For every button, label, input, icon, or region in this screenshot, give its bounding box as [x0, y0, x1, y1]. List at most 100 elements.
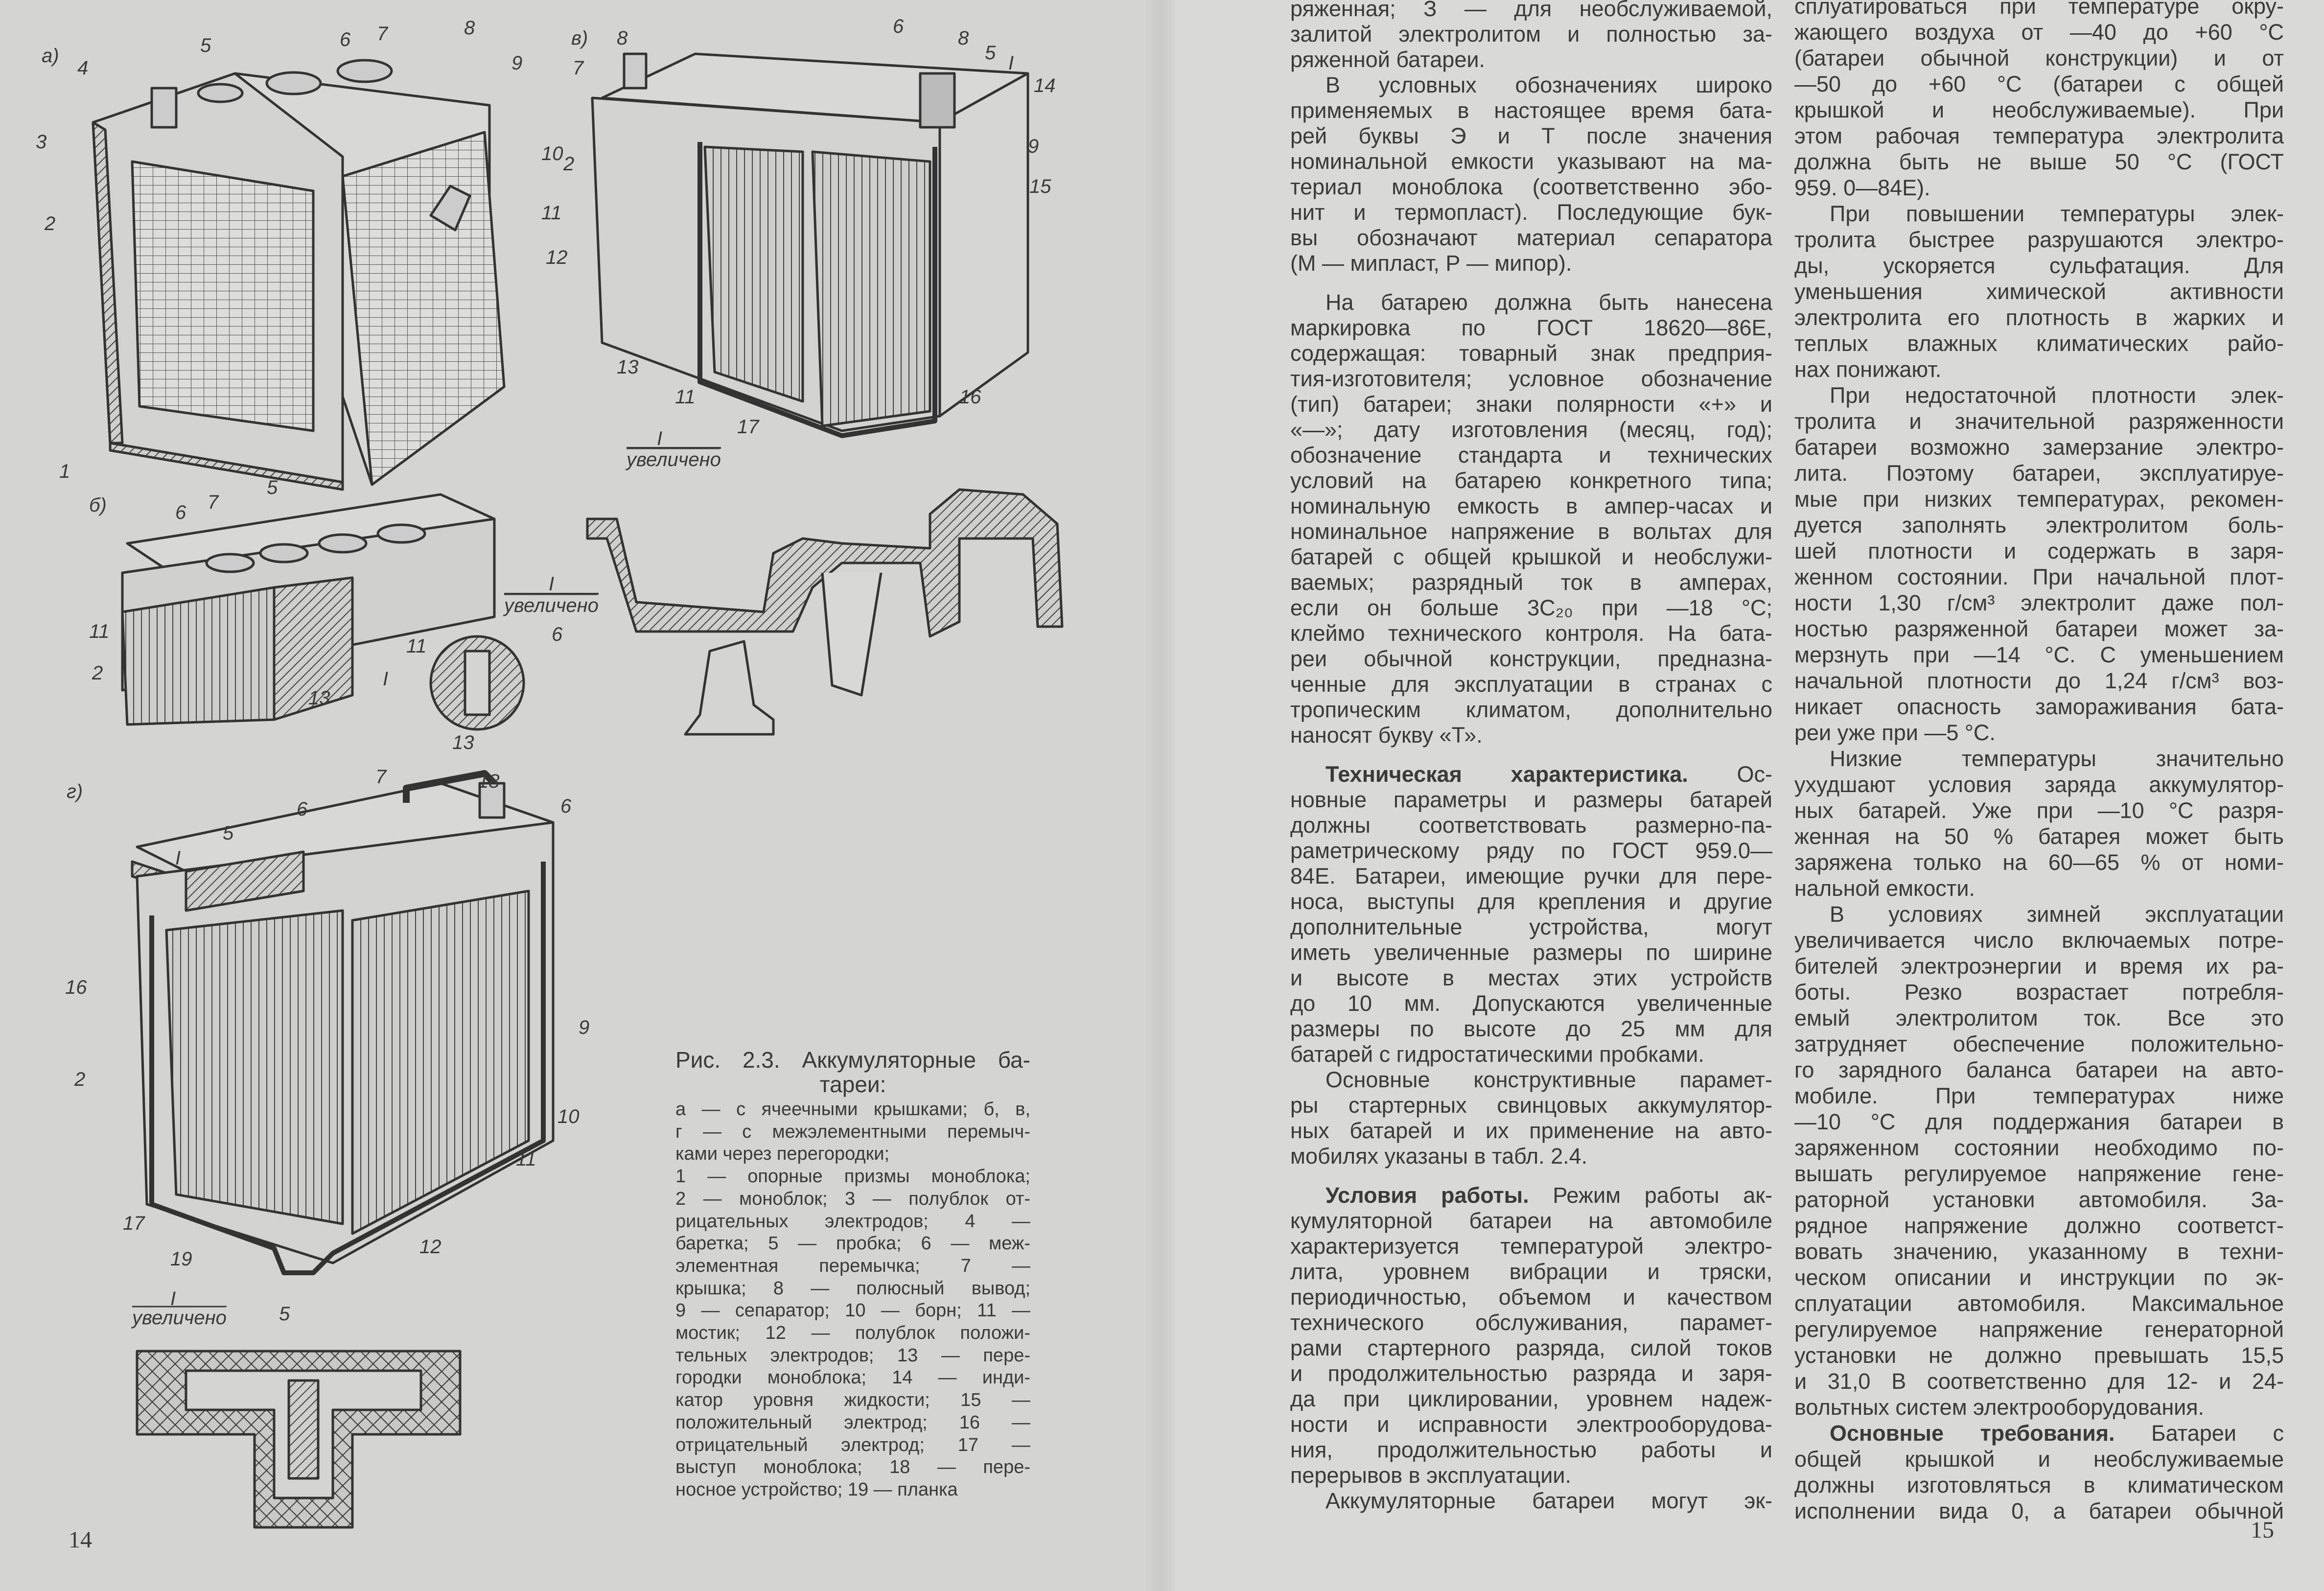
text-line: клеймо технического контроля. На бата-	[1290, 621, 1772, 646]
text-line: женном состоянии. При начальной плот-	[1794, 564, 2284, 589]
figure-callout-label: 8	[464, 17, 475, 39]
text-line: вовать значению, указанному в техни-	[1794, 1239, 2284, 1264]
figure-b-battery-common-lid	[121, 493, 525, 731]
text-line: ры стартерных свинцовых аккумулятор-	[1290, 1093, 1772, 1118]
text-line: ваемых; разрядный ток в амперах,	[1290, 570, 1772, 595]
bold-heading: Условия работы.	[1325, 1183, 1529, 1208]
figure-callout-label: 19	[170, 1248, 192, 1270]
paragraph: При повышении температуры элек-тролита б…	[1794, 201, 2284, 382]
figure-panel-letter: б)	[89, 494, 107, 516]
figure-callout-label: 1	[59, 461, 70, 482]
text-line: вышать регулируемое напряжение гене-	[1794, 1161, 2284, 1186]
text-line: характеризуется температурой электро-	[1290, 1234, 1772, 1259]
text-line: условий на батарею конкретного типа;	[1290, 468, 1772, 493]
caption-legend-line: ками через перегородки;	[675, 1144, 889, 1165]
text-line: тролита и значительной разряженности	[1794, 409, 2284, 434]
text-line: иметь увеличенные размеры по ширине	[1290, 940, 1772, 965]
figure-g-battery-cutaway	[131, 770, 555, 1275]
figure-callout-label: 14	[1034, 75, 1056, 96]
text-line: общей крышкой и необслуживаемые	[1794, 1447, 2284, 1472]
text-line: ности 1,30 г/см³ электролит даже пол-	[1794, 590, 2284, 615]
text-line: залитой электролитом и полностью за-	[1290, 22, 1772, 47]
text-line: и продолжительностью разряда и заря-	[1290, 1361, 1772, 1386]
text-line: рей буквы Э и Т после значения	[1290, 123, 1772, 148]
figure-callout-label: 11	[675, 386, 696, 408]
text-line: раторной установки автомобиля. За-	[1794, 1187, 2284, 1212]
figure-v-enlarged-detail	[586, 488, 1064, 736]
figure-callout-label: 3	[36, 131, 46, 153]
text-span: Батареи с	[2115, 1421, 2284, 1446]
text-line: На батарею должна быть нанесена	[1325, 290, 1772, 315]
text-line: При повышении температуры элек-	[1830, 201, 2284, 226]
text-line: В условных обозначениях широко	[1325, 72, 1772, 97]
enlarged-view-label: увеличено	[503, 595, 599, 616]
text-line: Основные требования. Батареи с	[1794, 1420, 2284, 1446]
text-line: заряжена только на 60—65 % от номи-	[1794, 850, 2284, 875]
text-line: номинальное напряжение в вольтах для	[1290, 519, 1772, 544]
text-line: регулируемое напряжение генераторной	[1794, 1317, 2284, 1342]
caption-legend-line: выступ моноблока; 18 — пере-	[675, 1457, 1030, 1478]
text-line: ния, продолжительностью работы и	[1290, 1437, 1772, 1462]
book-gutter	[1145, 0, 1175, 1591]
caption-legend-line: мостик; 12 — полублок положи-	[675, 1323, 1030, 1344]
enlarged-view-label: увеличено	[625, 449, 721, 470]
text-line: лита. Поэтому батареи, эксплуатируе-	[1794, 461, 2284, 486]
figure-callout-label: 18	[478, 771, 500, 792]
text-line: тия-изготовителя; условное обозначение	[1290, 366, 1772, 391]
text-line: нах понижают.	[1794, 357, 1942, 382]
text-line: наносят букву «Т».	[1290, 723, 1483, 748]
text-line: Техническая характеристика. Ос-	[1290, 762, 1772, 787]
paragraph: Аккумуляторные батареи могут эк-	[1290, 1488, 1772, 1514]
text-line: (тип) батареи; знаки полярности «+» и	[1290, 392, 1772, 417]
figure-callout-label: 10	[558, 1106, 580, 1127]
text-line: мерзнуть при —14 °С. С уменьшением	[1794, 642, 2284, 667]
caption-legend-line: городки моноблока; 14 — инди-	[675, 1367, 1030, 1388]
enlarged-view-mark: I	[549, 573, 554, 595]
figure-callout-label: 9	[511, 52, 522, 74]
caption-legend-line: элементная перемычка; 7 —	[675, 1255, 1030, 1276]
text-line: лита, уровнем вибрации и тряски,	[1290, 1259, 1772, 1284]
text-line: уменьшения химической активности	[1794, 279, 2284, 304]
text-line: батарей с общей крышкой и необслужи-	[1290, 544, 1772, 569]
text-line: боты. Резко возрастает потребля-	[1794, 980, 2284, 1005]
figure-a-battery-cell-covers	[92, 59, 506, 491]
text-line: ряженная; З — для необслуживаемой,	[1290, 0, 1772, 21]
figure-g-enlarged-detail	[136, 1350, 462, 1529]
text-line: должна быть не выше 50 °С (ГОСТ	[1794, 149, 2284, 174]
text-line: Аккумуляторные батареи могут эк-	[1325, 1488, 1772, 1513]
figure-callout-label: 11	[541, 202, 562, 224]
figure-panel-letter: в)	[571, 27, 588, 49]
figure-callout-label: 6	[340, 29, 351, 50]
text-line: В условиях зимней эксплуатации	[1830, 902, 2284, 927]
caption-legend-line: г — с межэлементными перемыч-	[675, 1121, 1030, 1142]
text-line: электролита его плотность в жарких и	[1794, 305, 2284, 330]
text-line: 959. 0—84Е).	[1794, 175, 1930, 200]
text-line: Низкие температуры значительно	[1830, 746, 2284, 771]
figure-callout-label: 8	[617, 27, 628, 49]
text-line: тролита быстрее разрушаются электро-	[1794, 227, 2284, 252]
text-line: (батареи обычной конструкции) и от	[1794, 46, 2284, 70]
enlarged-view-label: увеличено	[131, 1307, 227, 1329]
caption-legend-line: баретка; 5 — пробка; 6 — меж-	[675, 1233, 1030, 1254]
text-line: исполнении вида 0, а батареи обычной	[1794, 1498, 2284, 1523]
middle-text-column: ряженная; З — для необслуживаемой,залито…	[1290, 0, 1772, 1514]
figure-callout-label: 7	[573, 57, 584, 79]
text-line: «—»; дату изготовления (месяц, год);	[1290, 417, 1772, 442]
figure-callout-label: 6	[297, 798, 308, 820]
text-line: периодичностью, объемом и качеством	[1290, 1285, 1772, 1310]
text-span: Режим работы ак-	[1529, 1183, 1772, 1208]
caption-legend-line: тельных электродов; 13 — пере-	[675, 1345, 1030, 1366]
page-number-right: 15	[2251, 1517, 2274, 1543]
figure-callout-label: 4	[77, 57, 88, 79]
caption-legend: а — с ячеечными крышками; б, в,г — с меж…	[675, 1099, 1030, 1501]
text-line: да при циклировании, уровнем надеж-	[1290, 1386, 1772, 1411]
figure-callout-label: 13	[452, 732, 474, 753]
text-line: женная на 50 % батарея может быть	[1794, 824, 2284, 849]
paragraph: Условия работы. Режим работы ак-кумулято…	[1290, 1183, 1772, 1488]
text-line: шей плотности и содержать в заря-	[1794, 538, 2284, 563]
caption-legend-line: 1 — опорные призмы моноблока;	[675, 1166, 1030, 1187]
enlarged-view-mark: I	[170, 1288, 176, 1310]
caption-title: Рис. 2.3. Аккумуляторные ба- тареи:	[675, 1048, 1030, 1097]
